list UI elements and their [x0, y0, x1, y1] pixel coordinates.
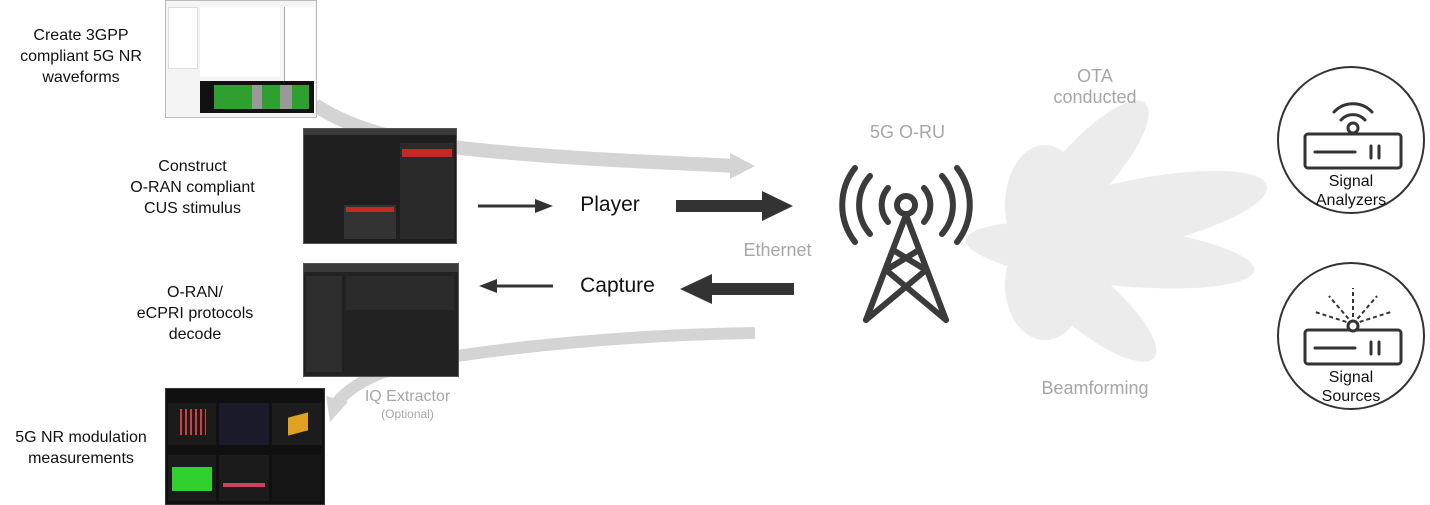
create-waveforms-label: Create 3GPP compliant 5G NR waveforms [0, 25, 162, 88]
metrics-panel [219, 403, 269, 445]
ethernet-label: Ethernet [743, 240, 812, 260]
stimulus-chart [344, 205, 396, 239]
stimulus-menu-bar [304, 129, 456, 135]
waveform-resource-grid [200, 81, 314, 113]
construct-arrowhead [535, 199, 553, 213]
ota-line-1: OTA [1077, 66, 1113, 86]
capture-thick-arrowhead [680, 274, 712, 304]
construct-line-3: CUS stimulus [144, 200, 241, 217]
iq-optional-label: (Optional) [381, 407, 434, 421]
player-thick-arrowhead [762, 191, 793, 221]
decode-line-1: O-RAN/ [167, 284, 223, 301]
create-line-3: waveforms [42, 69, 120, 86]
beam-pattern [965, 100, 1268, 362]
waveform-tree-panel [168, 7, 198, 69]
construct-stimulus-label: Construct O-RAN compliant CUS stimulus [110, 156, 275, 219]
power-panel [219, 455, 269, 501]
waveform-creator-screenshot [165, 0, 317, 118]
player-thick-arrow [676, 200, 766, 212]
signal-sources-circle: Signal Sources [1277, 262, 1425, 410]
modulation-analysis-screenshot [165, 388, 325, 505]
oru-label: 5G O-RU [869, 122, 945, 142]
ota-line-2: conducted [1053, 87, 1137, 107]
3d-plot-panel [272, 403, 322, 445]
construct-line-1: Construct [158, 158, 227, 175]
iq-flow-arrow [331, 327, 756, 408]
protocol-decode-label: O-RAN/ eCPRI protocols decode [115, 282, 275, 345]
ota-conducted-label: OTA conducted [1040, 66, 1150, 108]
waveform-properties-panel [200, 7, 280, 77]
decode-line-3: decode [168, 326, 222, 343]
stimulus-construct-screenshot [303, 128, 457, 244]
decode-menu-bar [304, 264, 458, 272]
analyzers-line-2: Analyzers [1315, 192, 1387, 209]
stimulus-table [400, 143, 454, 239]
sources-line-1: Signal [1328, 369, 1374, 386]
construct-line-2: O-RAN compliant [130, 179, 255, 196]
iq-extractor-label: IQ Extractor [364, 388, 451, 405]
protocol-decode-screenshot [303, 263, 459, 377]
spectrum-panel [168, 455, 216, 501]
constellation-panel [168, 403, 216, 445]
beamforming-label: Beamforming [1041, 378, 1149, 398]
signal-analyzers-circle: Signal Analyzers [1277, 66, 1425, 214]
signal-source-icon [1303, 288, 1403, 366]
create-line-1: Create 3GPP [33, 27, 129, 44]
capture-label: Capture [580, 274, 655, 297]
player-label: Player [580, 193, 640, 216]
table-panel [272, 455, 322, 501]
create-line-2: compliant 5G NR [20, 48, 142, 65]
analyzers-line-1: Signal [1328, 173, 1374, 190]
signal-analyzer-icon [1303, 102, 1403, 170]
decode-packet-list [346, 276, 454, 310]
measure-line-1: 5G NR modulation [15, 429, 147, 446]
decode-tree-panel [306, 276, 342, 372]
capture-thick-arrow [708, 283, 794, 295]
iq-flow-arrowhead [326, 396, 348, 422]
modulation-measurements-label: 5G NR modulation measurements [0, 427, 162, 469]
oru-antenna-icon [839, 165, 973, 323]
measure-line-2: measurements [28, 450, 134, 467]
decode-arrowhead [479, 279, 497, 293]
decode-line-2: eCPRI protocols [136, 305, 254, 322]
waveform-flow-arrowhead [730, 153, 755, 179]
sources-line-2: Sources [1321, 388, 1381, 405]
